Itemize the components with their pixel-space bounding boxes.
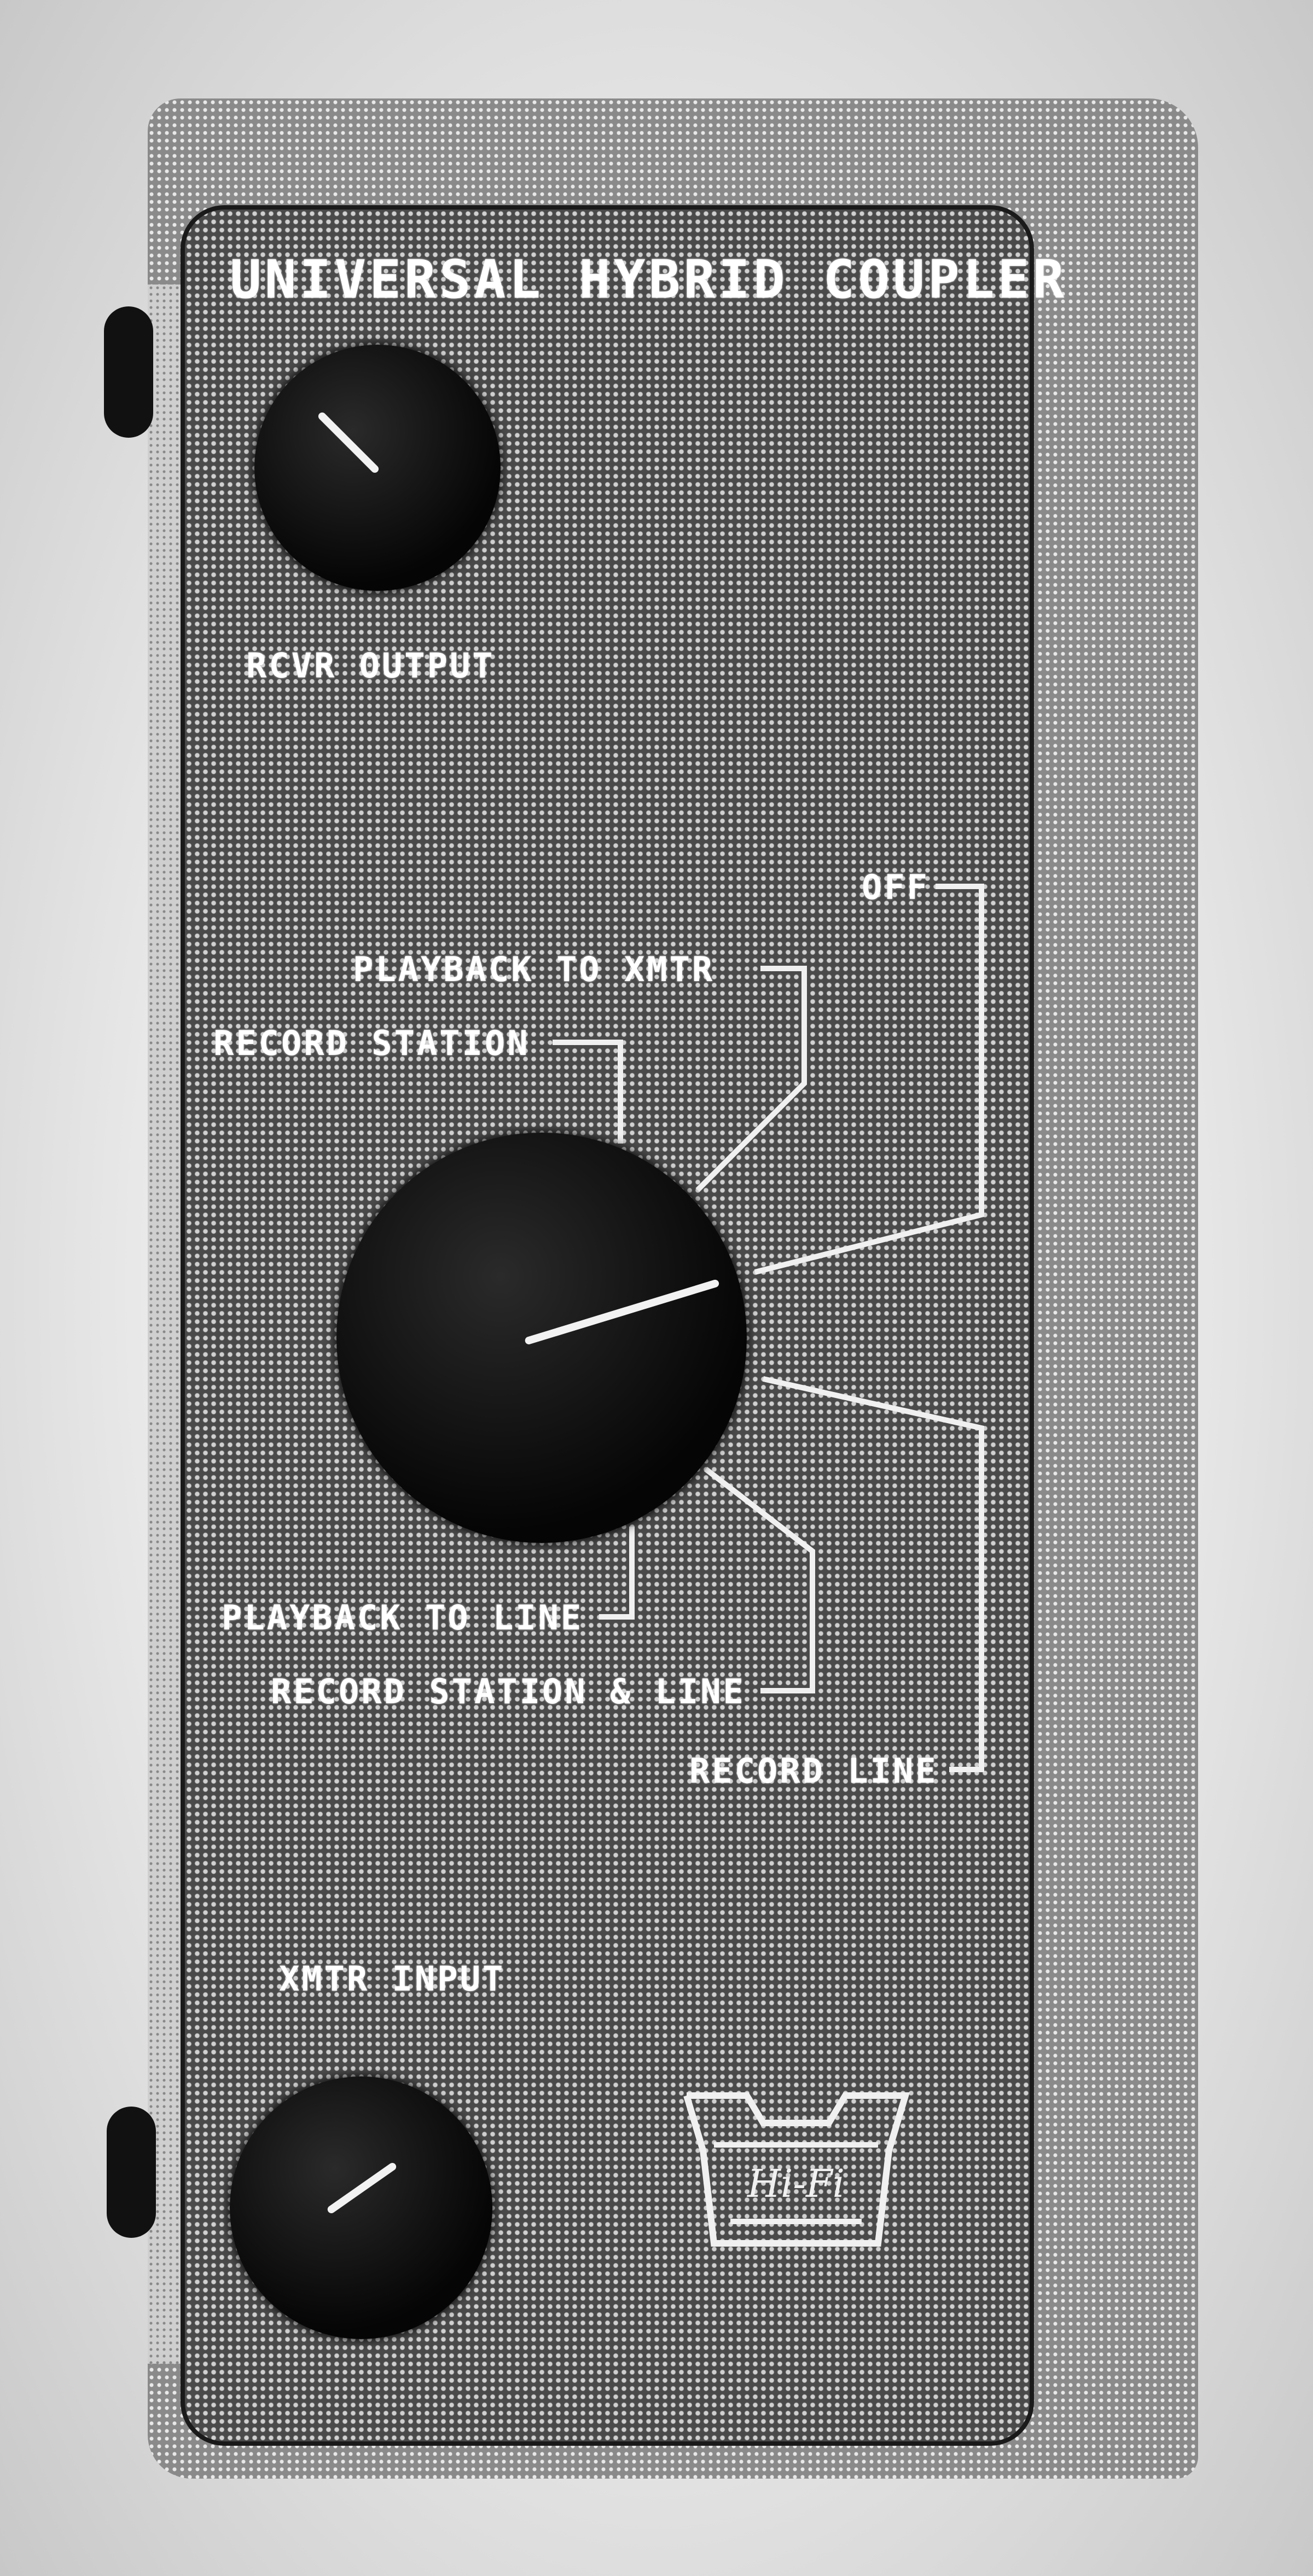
xmtr-input-label: XMTR INPUT [279, 1959, 506, 1999]
position-record-station-and-line: RECORD STATION & LINE [271, 1672, 746, 1711]
position-off: OFF [862, 867, 929, 907]
leader-record-station [553, 1040, 623, 1144]
xmtr-input-knob[interactable] [230, 2076, 492, 2339]
position-playback-to-line: PLAYBACK TO LINE [222, 1598, 584, 1638]
leader-playback-to-line [599, 1527, 635, 1620]
leader-record-station-line [704, 1467, 815, 1693]
side-mount-top [104, 306, 153, 438]
side-mount-bottom [107, 2107, 156, 2238]
knob-pointer [326, 2161, 398, 2215]
front-panel [181, 205, 1034, 2446]
knob-pointer [524, 1279, 720, 1345]
rcvr-output-knob[interactable] [254, 345, 501, 591]
leader-off [754, 884, 984, 1275]
svg-text:Hi-Fi: Hi-Fi [746, 2161, 845, 2206]
rcvr-output-label: RCVR OUTPUT [246, 646, 495, 686]
leader-playback-to-xmtr [695, 966, 807, 1192]
manufacturer-logo: Hi-Fi [683, 2092, 910, 2247]
panel-title: UNIVERSAL HYBRID COUPLER [230, 249, 1068, 310]
position-record-line: RECORD LINE [689, 1751, 938, 1791]
position-record-station: RECORD STATION [213, 1023, 530, 1063]
leader-record-line [762, 1376, 984, 1772]
position-playback-to-xmtr: PLAYBACK TO XMTR [353, 949, 715, 989]
mode-selector-knob[interactable] [336, 1133, 747, 1543]
